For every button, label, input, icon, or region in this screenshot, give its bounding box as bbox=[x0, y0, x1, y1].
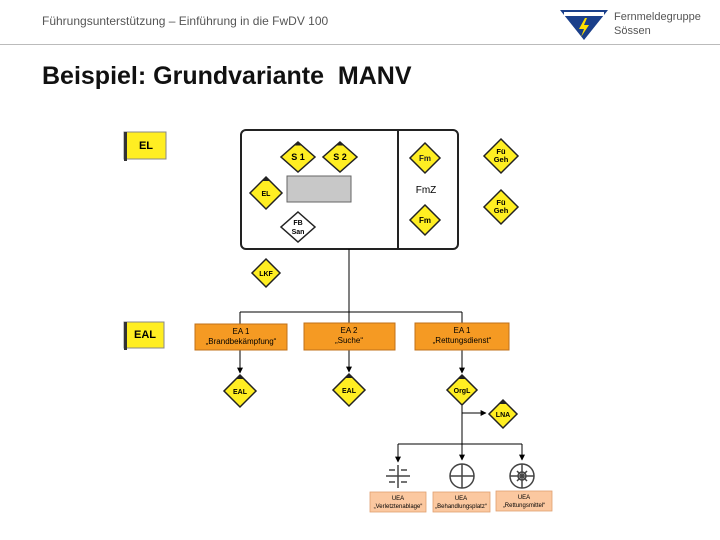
lna-symbol: LNA bbox=[487, 398, 519, 430]
fm-symbol-bottom: Fm bbox=[408, 203, 442, 237]
subsection-box-rettungsmittel: UEA „Rettungsmittel“ bbox=[495, 490, 553, 512]
fue-geh-2-label-2: Geh bbox=[494, 206, 509, 215]
header-title: Führungsunterstützung – Einführung in di… bbox=[42, 14, 329, 28]
section-2-line1: EA 2 bbox=[341, 326, 358, 335]
eal-1-label: EAL bbox=[233, 389, 248, 396]
subsection-box-behandlungsplatz: UEA „Behandlungsplatz“ bbox=[432, 491, 491, 513]
section-1-line1: EA 1 bbox=[233, 327, 250, 336]
fernmeldegruppe-logo bbox=[560, 10, 608, 40]
subsection-1-line2: „Verletztenablage“ bbox=[374, 504, 423, 510]
fb-san-symbol: FB San bbox=[279, 210, 317, 244]
eal-flag-label: EAL bbox=[134, 329, 156, 341]
subsection-2-line1: UEA bbox=[455, 496, 467, 502]
fue-geh-symbol-1: Fü Geh bbox=[482, 137, 520, 175]
fm-bottom-label: Fm bbox=[419, 216, 431, 225]
el-flag-label: EL bbox=[139, 140, 153, 152]
fue-geh-1-label-2: Geh bbox=[494, 155, 509, 164]
subsection-2-line2: „Behandlungsplatz“ bbox=[435, 504, 487, 510]
subsection-box-verletztenablage: UEA „Verletztenablage“ bbox=[369, 491, 427, 513]
section-3-line1: EA 1 bbox=[454, 326, 471, 335]
header-divider bbox=[0, 44, 720, 45]
section-box-rettungsdienst: EA 1 „Rettungsdienst“ bbox=[414, 322, 510, 351]
fue-geh-symbol-2: Fü Geh bbox=[482, 188, 520, 226]
section-3-line2: „Rettungsdienst“ bbox=[433, 336, 492, 345]
subsection-3-line2: „Rettungsmittel“ bbox=[503, 503, 545, 509]
fb-san-label-2: San bbox=[292, 229, 305, 236]
section-box-suche: EA 2 „Suche“ bbox=[303, 322, 396, 351]
orgl-symbol: OrgL bbox=[445, 373, 479, 407]
s1-label: S 1 bbox=[291, 152, 305, 162]
section-2-line2: „Suche“ bbox=[335, 336, 363, 345]
fue-geh-2-label-1: Fü bbox=[496, 198, 506, 207]
eal-symbol-2: EAL bbox=[331, 372, 367, 408]
org-line-1: Fernmeldegruppe bbox=[614, 11, 701, 23]
fm-symbol-top: Fm bbox=[408, 141, 442, 175]
s2-symbol: S 2 bbox=[321, 140, 359, 174]
slide-title: Beispiel: Grundvariante MANV bbox=[42, 62, 412, 90]
connector-lines bbox=[237, 249, 525, 463]
org-line-2: Sössen bbox=[614, 25, 651, 37]
treatment-area-icon bbox=[449, 463, 475, 489]
section-1-line2: „Brandbekämpfung“ bbox=[206, 337, 277, 346]
subsection-3-line1: UEA bbox=[518, 495, 530, 501]
s1-symbol: S 1 bbox=[279, 140, 317, 174]
fm-top-label: Fm bbox=[419, 154, 431, 163]
organization-name: Fernmeldegruppe Sössen bbox=[614, 10, 701, 38]
section-box-brandbekaempfung: EA 1 „Brandbekämpfung“ bbox=[194, 323, 288, 351]
ambulance-holding-icon bbox=[509, 463, 535, 489]
fmz-label: FmZ bbox=[416, 185, 437, 196]
s2-label: S 2 bbox=[333, 152, 347, 162]
el-label: EL bbox=[262, 191, 272, 198]
el-flag-symbol: EL bbox=[123, 131, 167, 161]
eal-symbol-1: EAL bbox=[222, 373, 258, 409]
lkf-label: LKF bbox=[259, 271, 273, 278]
el-symbol: EL bbox=[248, 175, 284, 211]
lkf-symbol: LKF bbox=[250, 257, 282, 289]
subsection-1-line1: UEA bbox=[392, 496, 404, 502]
orgl-label: OrgL bbox=[454, 388, 471, 395]
eal-flag-symbol: EAL bbox=[123, 321, 165, 350]
casualty-collection-icon bbox=[386, 465, 410, 488]
fue-geh-1-label-1: Fü bbox=[496, 147, 506, 156]
display-screen bbox=[286, 175, 352, 203]
eal-2-label: EAL bbox=[342, 388, 357, 395]
lna-label: LNA bbox=[496, 412, 510, 419]
fb-san-label-1: FB bbox=[293, 220, 302, 227]
